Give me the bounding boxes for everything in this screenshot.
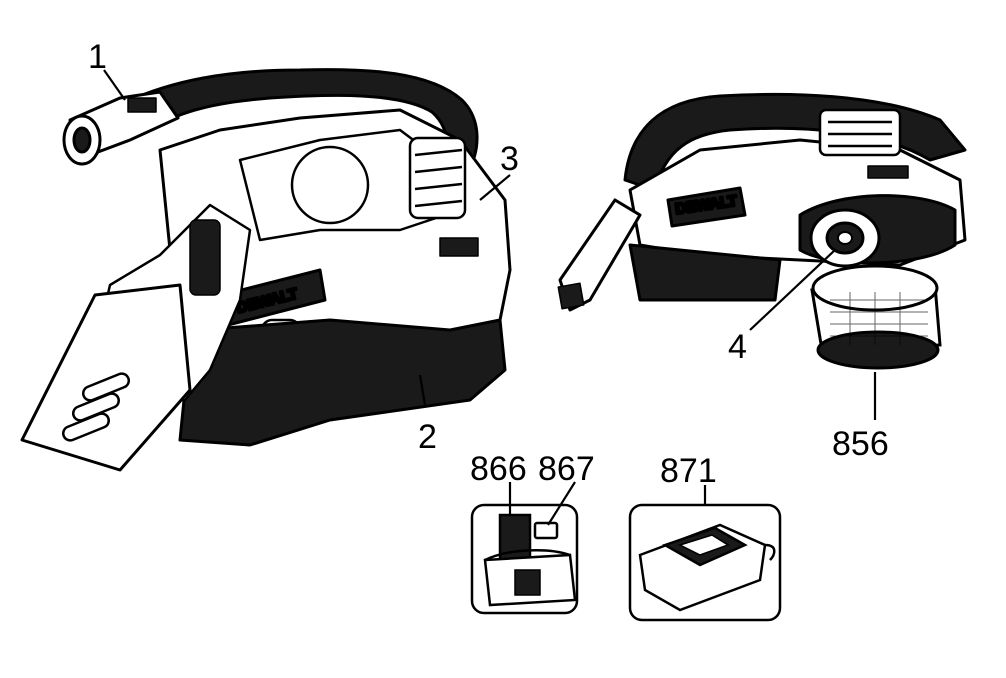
part-1-crevice-tool bbox=[62, 90, 180, 166]
leader-867 bbox=[547, 481, 576, 526]
callout-1: 1 bbox=[88, 38, 107, 76]
leader-4 bbox=[749, 249, 836, 331]
leader-lines bbox=[103, 69, 877, 526]
battery-panel bbox=[470, 503, 579, 615]
right-vacuum-assembly: DEWALT bbox=[557, 92, 967, 312]
left-vacuum-assembly: DEWALT bbox=[20, 68, 512, 472]
callout-3: 3 bbox=[500, 140, 519, 178]
part-866-battery-pack bbox=[483, 513, 577, 607]
part-2-battery-housing bbox=[178, 318, 507, 447]
callout-2: 2 bbox=[418, 418, 437, 456]
part-871-charger bbox=[638, 523, 776, 612]
right-vacuum-vents bbox=[818, 108, 909, 179]
left-vacuum-floor-nozzle bbox=[20, 283, 192, 472]
left-vacuum-vents bbox=[408, 136, 467, 220]
callout-867: 867 bbox=[538, 450, 595, 488]
leader-1 bbox=[103, 69, 126, 101]
part-867-battery-cap bbox=[533, 521, 559, 540]
callout-856: 856 bbox=[832, 425, 889, 463]
part-856-filter bbox=[810, 264, 942, 370]
part-4-filter-port bbox=[809, 208, 881, 268]
callout-4: 4 bbox=[728, 328, 747, 366]
callout-871: 871 bbox=[660, 452, 717, 490]
leader-2 bbox=[418, 374, 427, 406]
callout-labels: 1 3 2 4 856 866 867 871 bbox=[88, 38, 889, 490]
charger-panel bbox=[628, 503, 782, 622]
leader-3 bbox=[479, 174, 511, 201]
callout-866: 866 bbox=[470, 450, 527, 488]
